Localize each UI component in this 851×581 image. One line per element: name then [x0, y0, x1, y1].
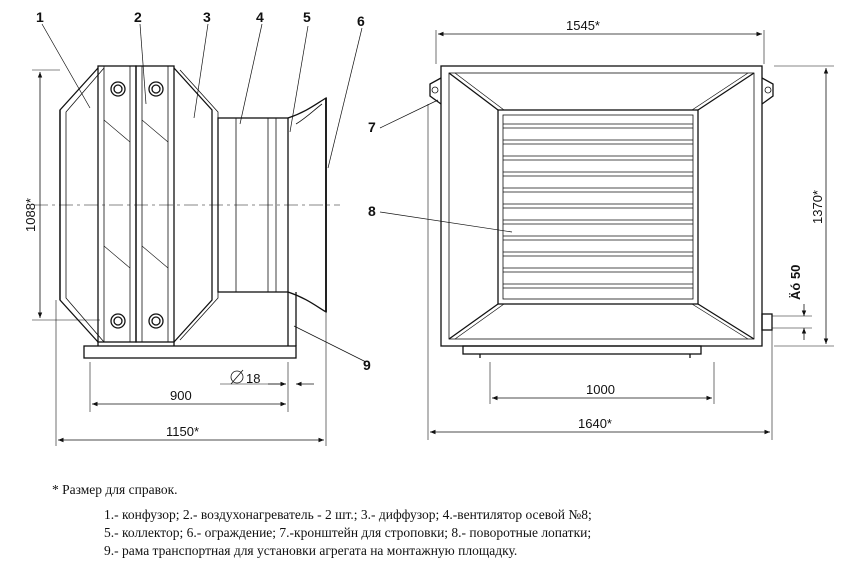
lifting-bracket-left [429, 77, 442, 105]
side-view [32, 23, 367, 446]
dim-front-height: 1370* [810, 190, 825, 224]
callout-8: 8 [368, 203, 376, 219]
callout-5: 5 [303, 9, 311, 25]
dim-front-1000: 1000 [586, 382, 615, 397]
legend-line-3: 9.- рама транспортная для установки агре… [104, 543, 518, 558]
callout-4: 4 [256, 9, 264, 25]
dim-front-total: 1640* [578, 416, 612, 431]
callout-6: 6 [357, 13, 365, 29]
lifting-bracket-right [761, 77, 774, 105]
callout-2: 2 [134, 9, 142, 25]
callout-1: 1 [36, 9, 44, 25]
dim-side-900: 900 [170, 388, 192, 403]
callout-9: 9 [363, 357, 371, 373]
legend-line-1: 1.- конфузор; 2.- воздухонагреватель - 2… [104, 507, 592, 522]
technical-drawing: 1 2 3 4 5 6 7 8 9 1088* 900 1150* 18 154… [23, 9, 834, 446]
dim-front-top: 1545* [566, 18, 600, 33]
callout-7: 7 [368, 119, 376, 135]
transport-frame [83, 345, 297, 359]
dim-side-total: 1150* [166, 424, 199, 439]
front-view [379, 30, 834, 440]
front-inner-opening [497, 109, 699, 305]
dim-pipe-diameter: 18 [246, 371, 260, 386]
legend-line-2: 5.- коллектор; 6.- ограждение; 7.-кроншт… [104, 525, 592, 540]
heater-2 [135, 65, 175, 343]
dim-pipe-label: Äó 50 [788, 265, 803, 300]
dim-side-height: 1088* [23, 198, 38, 232]
callout-3: 3 [203, 9, 211, 25]
reference-note: * Размер для справок. [52, 482, 178, 497]
louver-slats [503, 123, 693, 289]
